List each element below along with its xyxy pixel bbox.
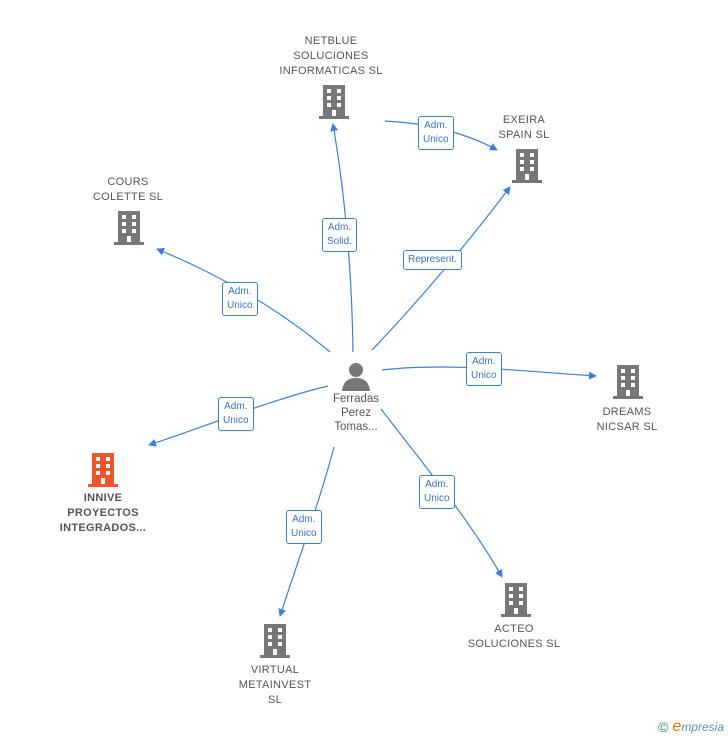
person-name-line: Ferradas [332, 393, 380, 405]
brand-footer[interactable]: © empresia [658, 718, 724, 736]
relation-line: Unico [291, 528, 317, 539]
relation-line: Adm. [292, 514, 316, 525]
building-icon[interactable] [500, 582, 532, 618]
relation-line: Unico [423, 134, 449, 145]
company-label-exeira[interactable]: EXEIRA SPAIN SL [474, 113, 574, 143]
relation-line: Adm. [425, 479, 449, 490]
company-line: EXEIRA [502, 114, 546, 126]
relation-line: Adm. [327, 222, 352, 233]
relation-label-virtual[interactable]: Adm. Unico [286, 510, 322, 544]
relation-line: Adm. [224, 401, 248, 412]
company-line: INFORMATICAS SL [279, 65, 383, 77]
company-label-netblue[interactable]: NETBLUE SOLUCIONES INFORMATICAS SL [261, 34, 401, 79]
relation-line: Unico [223, 415, 249, 426]
company-line: DREAMS [602, 406, 652, 418]
company-line: NICSAR SL [596, 421, 658, 433]
company-line: VIRTUAL [250, 664, 300, 676]
relation-label-cours[interactable]: Adm. Unico [222, 282, 258, 316]
relation-line: Unico [471, 370, 497, 381]
company-line: SOLUCIONES [293, 50, 369, 62]
relation-line: Adm. [228, 286, 252, 297]
relation-line: Unico [227, 300, 253, 311]
relation-label-netblue-exeira[interactable]: Adm. Unico [418, 116, 454, 150]
company-line: COLETTE SL [92, 191, 164, 203]
person-name-line: Perez [340, 407, 372, 419]
company-label-dreams[interactable]: DREAMS NICSAR SL [577, 405, 677, 435]
relation-line: Adm. [472, 356, 496, 367]
company-line: PROYECTOS [67, 507, 139, 519]
company-label-virtual[interactable]: VIRTUAL METAINVEST SL [225, 663, 325, 708]
person-name: Ferradas Perez Tomas... [318, 392, 394, 434]
building-icon[interactable] [113, 210, 145, 246]
person-node[interactable]: Ferradas Perez Tomas... [318, 360, 394, 434]
company-line: SOLUCIONES SL [467, 638, 561, 650]
brand-logo: empresia [672, 718, 724, 736]
relation-label-innive[interactable]: Adm. Unico [218, 397, 254, 431]
brand-rest: mpresia [681, 720, 724, 734]
relation-label-dreams[interactable]: Adm. Unico [466, 352, 502, 386]
company-line: SL [267, 694, 283, 706]
building-icon-highlight[interactable] [87, 452, 119, 488]
relation-line: Adm. [424, 120, 448, 131]
person-icon [342, 363, 370, 391]
company-line: METAINVEST [238, 679, 312, 691]
building-icon[interactable] [511, 148, 543, 184]
person-name-line: Tomas... [334, 421, 378, 433]
brand-initial: e [672, 718, 682, 735]
relation-label-represent[interactable]: Represent. [403, 250, 462, 270]
company-label-cours[interactable]: COURS COLETTE SL [78, 175, 178, 205]
relation-label-adm-solid[interactable]: Adm. Solid. [322, 218, 358, 252]
company-line: ACTEO [494, 623, 534, 635]
company-line: NETBLUE [304, 35, 358, 47]
relation-label-acteo[interactable]: Adm. Unico [419, 475, 455, 509]
company-line: COURS [107, 176, 149, 188]
relation-line: Solid. [327, 236, 353, 247]
building-icon[interactable] [318, 84, 350, 120]
relation-line: Represent. [408, 254, 457, 265]
copyright-icon: © [658, 719, 669, 735]
company-label-acteo[interactable]: ACTEO SOLUCIONES SL [454, 622, 574, 652]
relation-line: Unico [424, 493, 450, 504]
company-line: SPAIN SL [498, 129, 550, 141]
company-label-innive[interactable]: INNIVE PROYECTOS INTEGRADOS... [43, 491, 163, 536]
company-line: INNIVE [83, 492, 123, 504]
building-icon[interactable] [612, 364, 644, 400]
building-icon[interactable] [259, 623, 291, 659]
company-line: INTEGRADOS... [59, 522, 147, 534]
